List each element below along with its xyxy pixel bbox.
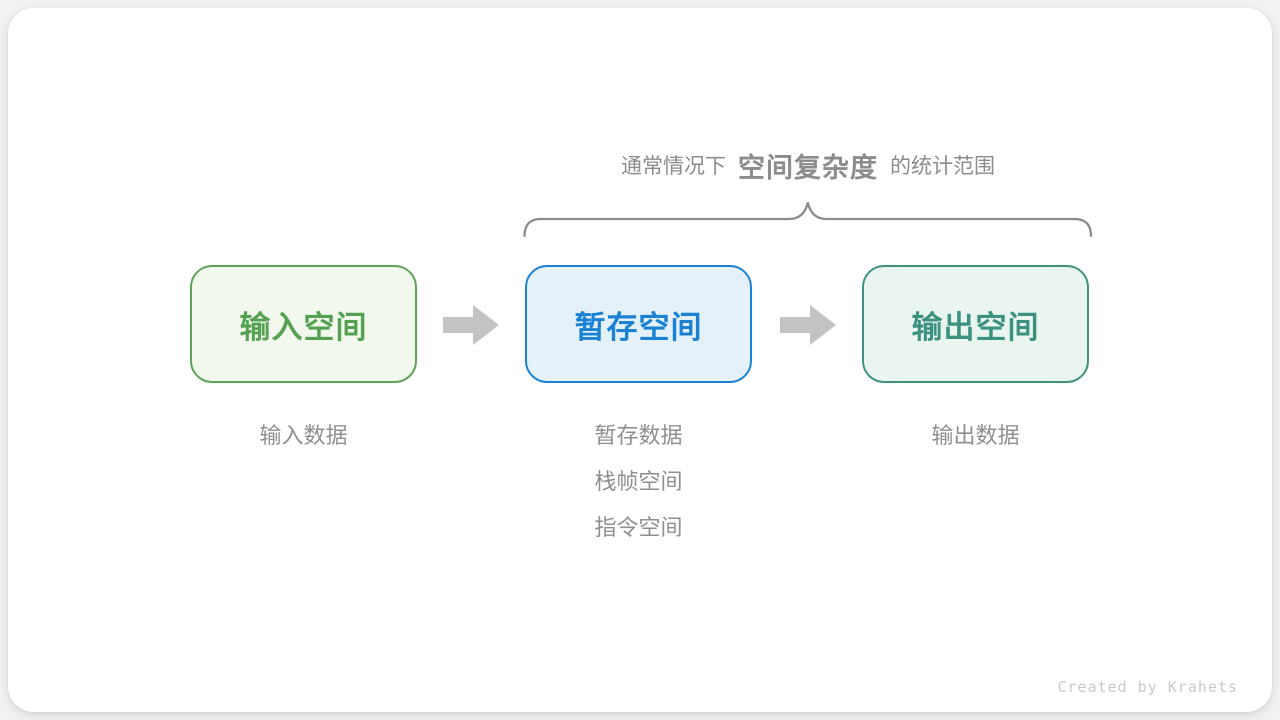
node-input-space: 输入空间 xyxy=(190,265,417,383)
brace-icon xyxy=(523,202,1093,238)
sublabel: 指令空间 xyxy=(594,515,683,540)
annotation-title: 通常情况下 空间复杂度 的统计范围 xyxy=(523,144,1093,186)
sublabel: 暂存数据 xyxy=(594,423,683,448)
arrow-right-shape xyxy=(780,305,836,345)
annotation-prefix: 通常情况下 xyxy=(621,155,726,178)
arrow-right-icon xyxy=(443,305,499,345)
annotation-highlight: 空间复杂度 xyxy=(738,152,878,183)
sublabels-input-space: 输入数据 xyxy=(190,413,417,459)
arrow-right-icon xyxy=(780,305,836,345)
node-temp-space: 暂存空间 xyxy=(525,265,752,383)
node-output-space-label: 输出空间 xyxy=(911,309,1040,345)
node-temp-space-label: 暂存空间 xyxy=(574,309,703,345)
sublabels-output-space: 输出数据 xyxy=(862,413,1089,459)
sublabels-temp-space: 暂存数据 栈帧空间 指令空间 xyxy=(525,413,752,551)
arrow-right-shape xyxy=(443,305,499,345)
watermark-credit: Created by Krahets xyxy=(1057,678,1238,696)
node-output-space: 输出空间 xyxy=(862,265,1089,383)
annotation-suffix: 的统计范围 xyxy=(890,155,995,178)
sublabel: 输入数据 xyxy=(259,423,348,448)
sublabel: 输出数据 xyxy=(931,423,1020,448)
brace-path xyxy=(523,202,1093,238)
node-input-space-label: 输入空间 xyxy=(239,309,368,345)
sublabel: 栈帧空间 xyxy=(594,469,683,494)
